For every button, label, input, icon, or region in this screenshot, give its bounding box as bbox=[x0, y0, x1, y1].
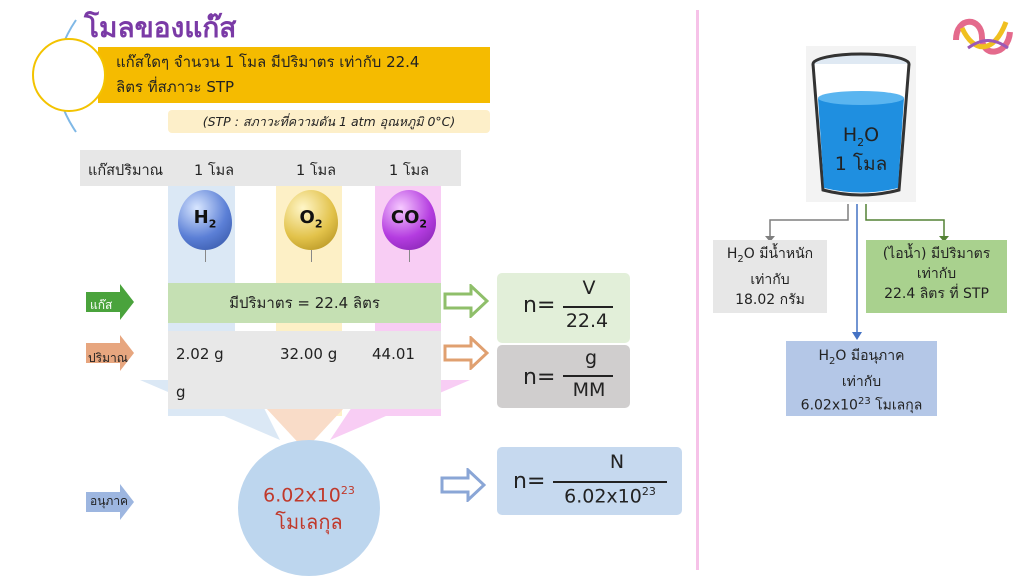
balloon-string bbox=[409, 250, 410, 262]
balloon-h2-icon: H2 bbox=[178, 190, 232, 250]
arrow-blue-icon bbox=[440, 468, 486, 502]
amount-h2: 1 โมล bbox=[194, 163, 235, 179]
particles-unit: โมเลกุล bbox=[275, 510, 343, 535]
definition-line-1: แก๊สใดๆ จำนวน 1 โมล มีปริมาตร เท่ากับ 22… bbox=[116, 53, 420, 71]
header-label: แก๊สปริมาณ bbox=[88, 163, 164, 179]
balloon-o2-icon: O2 bbox=[284, 190, 338, 250]
mass-h2: 2.02 g bbox=[176, 345, 224, 363]
label-gas: แก๊ส bbox=[90, 298, 113, 312]
label-amount: ปริมาณ bbox=[88, 351, 128, 365]
amount-header-row: แก๊สปริมาณ 1 โมล 1 โมล 1 โมล bbox=[80, 150, 461, 186]
particles-circle: 6.02x1023 โมเลกุล bbox=[238, 440, 380, 576]
water-volume-box: (ไอน้ำ) มีปริมาตร เท่ากับ 22.4 ลิตร ที่ … bbox=[866, 240, 1007, 313]
water-glass-icon bbox=[806, 46, 916, 202]
page-title: โมลของแก๊ส bbox=[84, 11, 237, 44]
balloon-string bbox=[205, 250, 206, 262]
mass-row: 2.02 g 32.00 g 44.01 g bbox=[168, 331, 441, 409]
stp-note: (STP : สภาวะที่ความดัน 1 atm อุณหภูมิ 0°… bbox=[168, 110, 490, 133]
water-mass-box: H2O มีน้ำหนัก เท่ากับ 18.02 กรัม bbox=[713, 240, 827, 313]
mass-o2: 32.00 g bbox=[280, 345, 338, 363]
equation-volume: n= V 22.4 bbox=[497, 273, 630, 343]
balloon-co2-icon: CO2 bbox=[382, 190, 436, 250]
mass-co2-unit: g bbox=[176, 383, 186, 401]
particles-value: 6.02x1023 bbox=[263, 484, 355, 507]
decorative-circle bbox=[32, 38, 106, 112]
gas-arrow-icon bbox=[86, 284, 134, 320]
label-particle: อนุภาค bbox=[90, 494, 129, 508]
balloon-string bbox=[311, 250, 312, 262]
water-particle-box: H2O มีอนุภาค เท่ากับ 6.02x1023 โมเลกุล bbox=[786, 341, 937, 416]
definition-line-2: ลิตร ที่สภาวะ STP bbox=[116, 78, 235, 96]
equation-mass: n= g MM bbox=[497, 345, 630, 408]
amount-o2: 1 โมล bbox=[296, 163, 337, 179]
glass-arrows bbox=[765, 204, 949, 340]
mass-co2: 44.01 bbox=[372, 345, 415, 363]
arrow-green-icon bbox=[443, 284, 489, 318]
vertical-divider bbox=[696, 10, 699, 570]
particle-arrow-icon bbox=[86, 484, 134, 520]
brand-logo bbox=[953, 18, 1013, 55]
equation-particles: n= N 6.02x1023 bbox=[497, 447, 682, 515]
volume-row: มีปริมาตร = 22.4 ลิตร bbox=[168, 283, 441, 323]
arrow-orange-icon bbox=[443, 336, 489, 370]
glass-label: H2O 1 โมล bbox=[834, 124, 888, 175]
amount-co2: 1 โมล bbox=[389, 163, 430, 179]
definition-box: แก๊สใดๆ จำนวน 1 โมล มีปริมาตร เท่ากับ 22… bbox=[98, 47, 490, 103]
amount-arrow-icon bbox=[86, 335, 134, 371]
